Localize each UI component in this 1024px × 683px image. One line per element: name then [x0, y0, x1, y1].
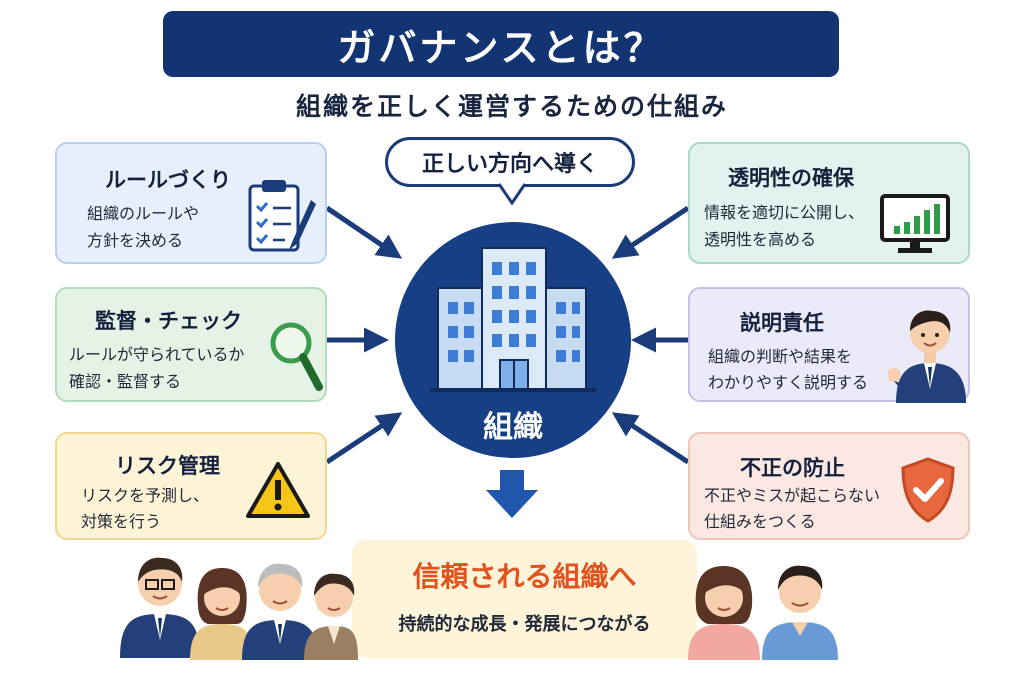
organization-label: 組織 — [483, 410, 543, 445]
person-icon — [190, 568, 254, 660]
card-risk-title: リスク管理 — [115, 454, 220, 478]
card-audit-desc1: ルールが守られているか — [69, 345, 245, 364]
warning-icon — [246, 462, 310, 518]
card-accountability-title: 説明責任 — [740, 311, 824, 335]
card-transparency-desc2: 透明性を高める — [704, 230, 817, 249]
bubble-tail — [497, 183, 527, 205]
card-transparency-title: 透明性の確保 — [728, 166, 854, 190]
people-group-right — [688, 565, 838, 660]
card-transparency-desc1: 情報を適切に公開し、 — [704, 203, 865, 222]
card-risk: リスク管理 リスクを予測し、 対策を行う — [55, 432, 327, 540]
card-rules-title: ルールづくり — [105, 168, 231, 192]
person-icon — [688, 566, 760, 660]
card-audit: 監督・チェック ルールが守られているか 確認・監督する — [55, 287, 327, 402]
person-icon — [304, 573, 358, 660]
card-fraud: 不正の防止 不正やミスが起こらない 仕組みをつくる — [688, 432, 970, 540]
direction-bubble: 正しい方向へ導く — [385, 137, 635, 187]
person-icon — [762, 565, 838, 660]
card-rules-desc1: 組織のルールや — [87, 204, 200, 223]
result-desc: 持続的な成長・発展につながる — [398, 614, 651, 635]
presenter-icon — [888, 310, 966, 403]
result-title: 信頼される組織へ — [412, 560, 637, 593]
card-risk-desc1: リスクを予測し、 — [81, 486, 210, 505]
person-icon — [242, 563, 318, 660]
card-risk-desc2: 対策を行う — [81, 512, 162, 531]
card-transparency: 透明性の確保 情報を適切に公開し、 透明性を高める — [688, 142, 970, 264]
people-group-left — [120, 557, 358, 660]
card-audit-title: 監督・チェック — [95, 309, 242, 333]
card-rules-desc2: 方針を決める — [87, 231, 184, 250]
card-rules: ルールづくり 組織のルールや 方針を決める — [55, 142, 327, 264]
person-icon — [120, 557, 200, 658]
monitor-chart-icon — [880, 194, 950, 253]
page-subtitle: 組織を正しく運営するための仕組み — [295, 92, 728, 121]
direction-text: 正しい方向へ導く — [421, 152, 598, 177]
arrow-risk — [325, 412, 403, 465]
card-accountability-desc2: わかりやすく説明する — [708, 373, 869, 392]
card-fraud-desc1: 不正やミスが起こらない — [704, 486, 881, 505]
arrow-rules — [325, 205, 403, 259]
card-audit-desc2: 確認・監督する — [69, 372, 182, 391]
arrow-fraud — [611, 412, 690, 465]
page-title: ガバナンスとは？ — [337, 25, 665, 70]
title-banner: ガバナンスとは？ — [163, 11, 839, 77]
building-icon — [430, 247, 596, 392]
arrow-down-result — [486, 470, 538, 518]
card-accountability-desc1: 組織の判断や結果を — [708, 347, 853, 366]
arrow-transparency — [611, 205, 690, 259]
card-fraud-title: 不正の防止 — [740, 456, 845, 480]
magnifier-icon — [270, 322, 323, 391]
shield-check-icon — [901, 457, 955, 523]
result-box: 信頼される組織へ 持続的な成長・発展につながる — [352, 540, 697, 658]
card-accountability: 説明責任 組織の判断や結果を わかりやすく説明する — [688, 287, 970, 403]
card-fraud-desc2: 仕組みをつくる — [704, 512, 816, 531]
clipboard-icon — [248, 180, 316, 252]
